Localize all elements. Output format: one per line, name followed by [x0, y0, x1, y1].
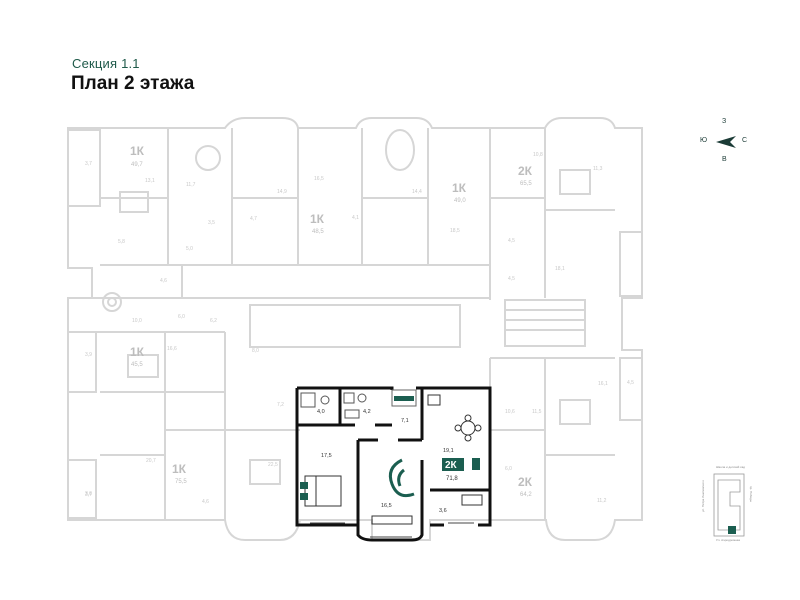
faded-room-area: 5,8 [118, 239, 125, 245]
faded-room-area: 6,2 [210, 318, 217, 324]
key-plan-section-marker [728, 526, 736, 534]
faded-room-area: 16,5 [314, 176, 324, 182]
selected-room-areas: 4,0 4,2 7,1 17,5 19,1 16,5 3,6 [317, 409, 454, 514]
faded-building [67, 117, 643, 541]
room-area-bath2: 4,2 [363, 409, 371, 415]
apt-type: 1К [452, 181, 467, 195]
armchair-icon [472, 458, 480, 470]
faded-room-area: 10,0 [132, 318, 142, 324]
key-plan-label-left: ул. Петра Ламповского [701, 480, 705, 512]
faded-room-area: 3,9 [85, 352, 92, 358]
apt-type: 2К [518, 164, 533, 178]
compass-west: З [722, 118, 727, 125]
faded-apartment-labels: 1К 49,7 1К 45,5 1К 49,0 2К 65,5 1К 48,5 … [130, 144, 533, 498]
brand-logo [388, 458, 415, 498]
selected-apartment-walls [295, 386, 492, 527]
apt-type: 1К [172, 462, 187, 476]
apt-area: 48,5 [312, 229, 324, 235]
faded-room-area: 8,0 [252, 348, 259, 354]
faded-room-area: 6,0 [178, 314, 185, 320]
room-area-kitchen: 16,5 [381, 503, 392, 509]
faded-room-area: 16,1 [598, 381, 608, 387]
room-area-bath1: 4,0 [317, 409, 325, 415]
faded-room-area: 20,7 [146, 458, 156, 464]
apt-area: 49,0 [454, 198, 466, 204]
shoe-rack [394, 396, 414, 401]
bath-fixtures [300, 392, 367, 419]
faded-room-area: 10,8 [533, 152, 543, 158]
faded-room-area: 11,2 [597, 498, 607, 504]
compass: З Ю С В [700, 118, 760, 174]
faded-room-area: 18,1 [555, 266, 565, 272]
dining-table-icon [454, 414, 482, 442]
faded-room-labels: 3,7 13,1 5,8 5,0 11,7 3,5 4,7 14,9 16,5 4,1 14,4 18… [85, 152, 634, 505]
apt-type: 2К [518, 475, 533, 489]
apartment-type-badge [442, 458, 464, 471]
key-plan-label-right: пр. Победы [749, 486, 753, 502]
compass-east: В [722, 156, 727, 163]
faded-room-area: 14,9 [277, 189, 287, 195]
compass-arrow-icon [716, 136, 736, 148]
kitchen-bay [356, 525, 424, 542]
faded-room-area: 4,1 [352, 215, 359, 221]
pillow-icon [300, 482, 308, 500]
faded-room-area: 6,0 [505, 466, 512, 472]
room-area-balcony: 3,6 [439, 508, 447, 514]
faded-room-area: 14,4 [412, 189, 422, 195]
floor-title: План 2 этажа [71, 73, 195, 94]
faded-room-area: 10,6 [505, 409, 515, 415]
selected-apartment-area: 71,8 [446, 476, 458, 482]
faded-room-area: 11,3 [593, 166, 603, 172]
key-plan-label-bottom: Ул. Аэродромная [716, 538, 740, 542]
selected-apartment[interactable]: 2К 71,8 4,0 4,2 7,1 17,5 19,1 16,5 3,6 [295, 386, 492, 542]
selected-windows [310, 522, 474, 538]
faded-room-area: 3,5 [208, 220, 215, 226]
kitchen-counter [371, 394, 483, 525]
apt-area: 49,7 [131, 162, 143, 168]
bed-icon [304, 475, 342, 507]
room-area-bedroom: 17,5 [321, 453, 332, 459]
key-plan: Школа и детский сад ул. Петра Ламповског… [700, 462, 756, 542]
faded-room-area: 4,5 [508, 238, 515, 244]
apt-type: 1К [310, 212, 325, 226]
compass-south: Ю [700, 137, 708, 144]
faded-room-area: 4,5 [627, 380, 634, 386]
section-label: Секция 1.1 [72, 56, 140, 71]
faded-room-area: 22,5 [268, 462, 278, 468]
apt-area: 65,5 [520, 181, 532, 187]
faded-room-area: 13,1 [145, 178, 155, 184]
room-area-living: 19,1 [443, 448, 454, 454]
room-area-hall: 7,1 [401, 418, 409, 424]
faded-room-area: 7,2 [277, 402, 284, 408]
faded-room-area: 16,6 [167, 346, 177, 352]
key-plan-map: Школа и детский сад ул. Петра Ламповског… [701, 465, 753, 542]
faded-room-area: 3,6 [85, 491, 92, 497]
key-plan-label-top: Школа и детский сад [716, 465, 745, 469]
faded-room-area: 18,5 [450, 228, 460, 234]
faded-room-area: 4,7 [250, 216, 257, 222]
faded-room-area: 3,7 [85, 161, 92, 167]
entrance-door [391, 389, 417, 407]
apt-type: 1К [130, 345, 145, 359]
compass-north: С [742, 137, 748, 144]
apt-area: 45,5 [131, 362, 143, 368]
faded-room-area: 4,6 [202, 499, 209, 505]
faded-room-area: 5,0 [186, 246, 193, 252]
faded-room-area: 4,5 [508, 276, 515, 282]
faded-room-area: 11,5 [532, 409, 542, 415]
apt-area: 64,2 [520, 492, 532, 498]
faded-room-area: 3,7 [85, 492, 92, 498]
apt-area: 75,5 [175, 479, 187, 485]
apt-type: 1К [130, 144, 145, 158]
faded-room-area: 11,7 [186, 182, 196, 188]
faded-room-area: 4,6 [160, 278, 167, 284]
selected-apartment-type: 2К [445, 460, 458, 471]
